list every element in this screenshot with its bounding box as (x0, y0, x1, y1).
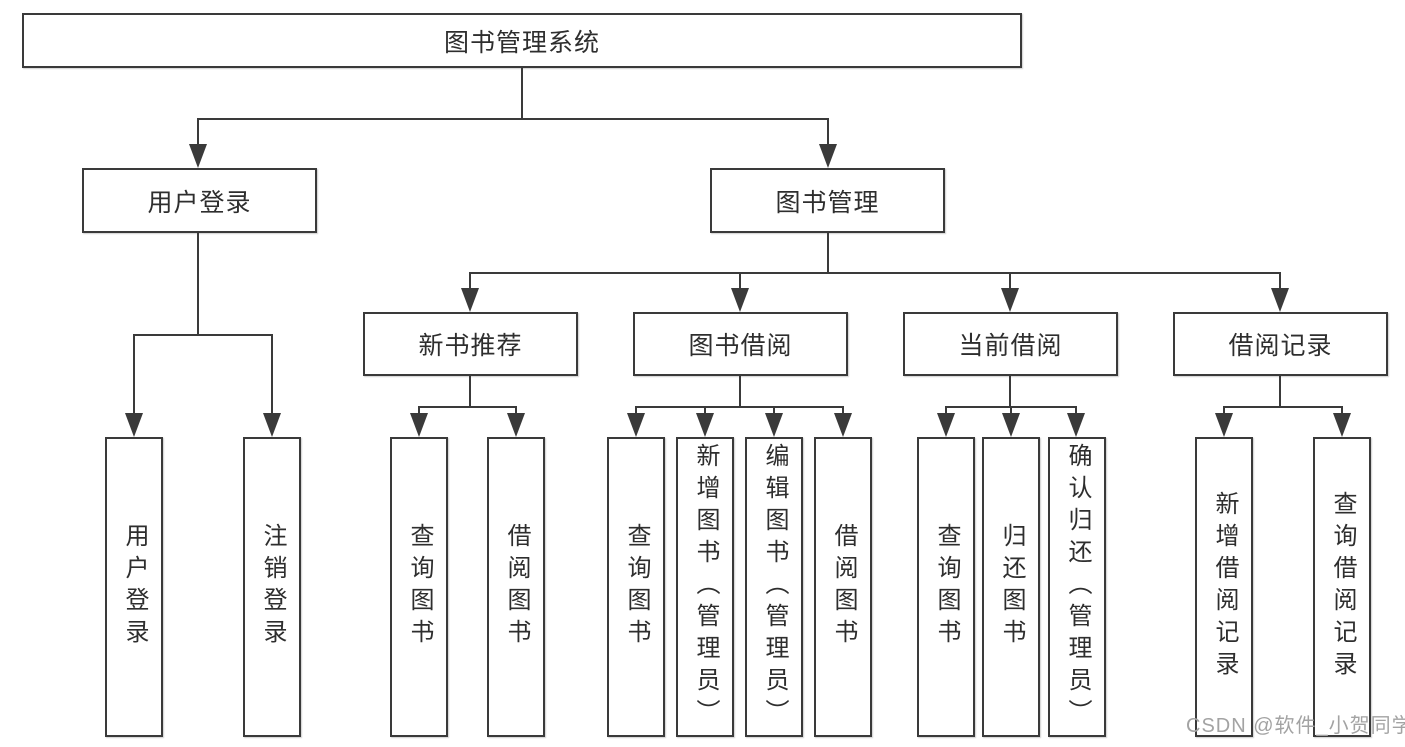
connector-drop-user-login (197, 118, 199, 146)
csdn-watermark: CSDN @软件_小贺同学 (1186, 715, 1405, 737)
arrowhead-leaf-login (125, 413, 143, 437)
connector-drop-book-management (827, 118, 829, 146)
connector-newbook-rail (418, 406, 517, 408)
leaf-query-book-1-label: 查询图书 (406, 523, 433, 651)
node-borrow-record-label: 借阅记录 (1228, 332, 1333, 360)
node-book-management: 图书管理 (710, 168, 945, 233)
leaf-query-book-1: 查询图书 (390, 437, 448, 737)
node-new-book-recommend-label: 新书推荐 (418, 332, 523, 360)
connector-drop-new-book (469, 272, 471, 289)
connector-drop-query1 (418, 406, 420, 414)
connector-drop-borrow2 (842, 406, 844, 414)
connector-root-stem (521, 68, 523, 118)
connector-drop-edit-book (773, 406, 775, 414)
connector-bookmgmt-rail (469, 272, 1281, 274)
leaf-add-book-admin: 新增图书（管理员） (676, 437, 734, 737)
connector-borrowrecord-rail (1223, 406, 1343, 408)
arrowhead-query-record (1333, 413, 1351, 437)
arrowhead-query2 (627, 413, 645, 437)
connector-bookborrow-rail (635, 406, 844, 408)
arrowhead-query3 (937, 413, 955, 437)
node-current-borrow-label: 当前借阅 (958, 332, 1063, 360)
leaf-add-borrow-record: 新增借阅记录 (1195, 437, 1253, 737)
leaf-borrow-book-1: 借阅图书 (487, 437, 545, 737)
connector-drop-leaf-logout (271, 334, 273, 414)
arrowhead-borrow-record (1271, 288, 1289, 312)
leaf-user-login: 用户登录 (105, 437, 163, 737)
leaf-edit-book-admin-label: 编辑图书（管理员） (761, 443, 788, 731)
arrowhead-borrow2 (834, 413, 852, 437)
arrowhead-query1 (410, 413, 428, 437)
leaf-confirm-return-admin-label: 确认归还（管理员） (1064, 443, 1091, 731)
leaf-confirm-return-admin: 确认归还（管理员） (1048, 437, 1106, 737)
leaf-borrow-book-2: 借阅图书 (814, 437, 872, 737)
leaf-borrow-book-1-label: 借阅图书 (503, 523, 530, 651)
arrowhead-current-borrow (1001, 288, 1019, 312)
arrowhead-confirm-return (1067, 413, 1085, 437)
connector-drop-borrow1 (515, 406, 517, 414)
leaf-return-book-label: 归还图书 (998, 523, 1025, 651)
leaf-logout: 注销登录 (243, 437, 301, 737)
arrowhead-book-management (819, 144, 837, 168)
node-borrow-record: 借阅记录 (1173, 312, 1388, 376)
node-root: 图书管理系统 (22, 13, 1022, 68)
connector-drop-add-record (1223, 406, 1225, 414)
connector-bookmgmt-stem (827, 233, 829, 272)
leaf-return-book: 归还图书 (982, 437, 1040, 737)
leaf-logout-label: 注销登录 (259, 523, 286, 651)
leaf-query-book-3: 查询图书 (917, 437, 975, 737)
leaf-query-borrow-record-label: 查询借阅记录 (1329, 491, 1356, 683)
node-current-borrow: 当前借阅 (903, 312, 1118, 376)
connector-drop-return (1010, 406, 1012, 414)
leaf-user-login-label: 用户登录 (121, 523, 148, 651)
node-book-management-label: 图书管理 (775, 188, 880, 217)
leaf-query-book-3-label: 查询图书 (933, 523, 960, 651)
connector-newbook-stem (469, 376, 471, 406)
leaf-query-book-2: 查询图书 (607, 437, 665, 737)
arrowhead-new-book (461, 288, 479, 312)
connector-userlogin-stem (197, 233, 199, 334)
leaf-add-borrow-record-label: 新增借阅记录 (1211, 491, 1238, 683)
connector-drop-borrow-record (1279, 272, 1281, 289)
connector-currentborrow-stem (1009, 376, 1011, 406)
node-root-label: 图书管理系统 (443, 28, 600, 57)
node-book-borrow: 图书借阅 (633, 312, 848, 376)
arrowhead-edit-book (765, 413, 783, 437)
node-user-login-label: 用户登录 (147, 188, 252, 217)
connector-drop-book-borrow (739, 272, 741, 289)
connector-drop-add-book (704, 406, 706, 414)
node-new-book-recommend: 新书推荐 (363, 312, 578, 376)
leaf-query-book-2-label: 查询图书 (623, 523, 650, 651)
arrowhead-book-borrow (731, 288, 749, 312)
arrowhead-add-record (1215, 413, 1233, 437)
connector-drop-current-borrow (1009, 272, 1011, 289)
leaf-add-book-admin-label: 新增图书（管理员） (692, 443, 719, 731)
connector-borrowrecord-stem (1279, 376, 1281, 406)
leaf-edit-book-admin: 编辑图书（管理员） (745, 437, 803, 737)
connector-userlogin-rail (133, 334, 273, 336)
connector-root-rail (197, 118, 829, 120)
node-book-borrow-label: 图书借阅 (688, 332, 793, 360)
connector-drop-query2 (635, 406, 637, 414)
arrowhead-leaf-logout (263, 413, 281, 437)
connector-bookborrow-stem (739, 376, 741, 406)
arrowhead-user-login (189, 144, 207, 168)
connector-drop-leaf-login (133, 334, 135, 414)
arrowhead-add-book (696, 413, 714, 437)
arrowhead-borrow1 (507, 413, 525, 437)
leaf-borrow-book-2-label: 借阅图书 (830, 523, 857, 651)
connector-drop-query-record (1341, 406, 1343, 414)
connector-drop-query3 (945, 406, 947, 414)
leaf-query-borrow-record: 查询借阅记录 (1313, 437, 1371, 737)
arrowhead-return (1002, 413, 1020, 437)
node-user-login: 用户登录 (82, 168, 317, 233)
connector-drop-confirm-return (1075, 406, 1077, 414)
